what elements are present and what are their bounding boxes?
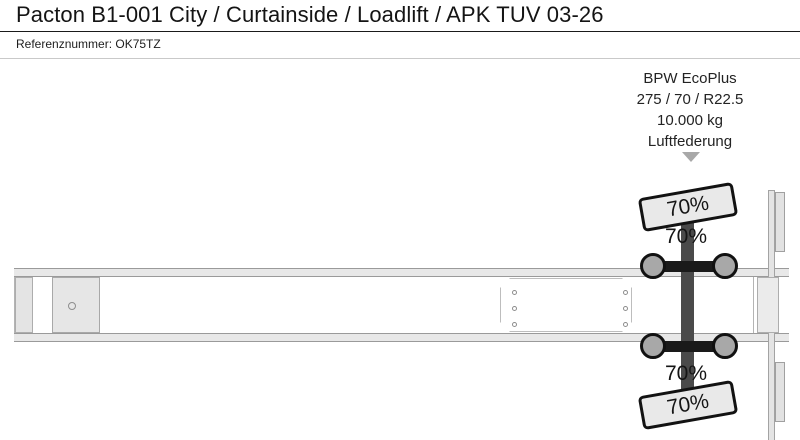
tyre-percent-label-rear-inner: 70% bbox=[665, 362, 708, 385]
chassis-body bbox=[14, 276, 754, 334]
page-title: Pacton B1-001 City / Curtainside / Loadl… bbox=[16, 2, 604, 27]
rivet-group-left bbox=[512, 290, 518, 338]
front-bumper-block bbox=[15, 277, 33, 333]
header-divider bbox=[0, 58, 800, 59]
chevron-down-icon bbox=[682, 152, 700, 162]
axle-brand: BPW EcoPlus bbox=[643, 70, 737, 87]
rivet-icon bbox=[512, 290, 517, 295]
suspension-beam bbox=[681, 196, 694, 418]
axle-capacity: 10.000 kg bbox=[657, 112, 723, 129]
tyre-percent-callout-rear: 70% bbox=[637, 379, 739, 431]
rivet-icon bbox=[623, 322, 628, 327]
wheel-rear-left bbox=[640, 333, 666, 359]
rivet-icon bbox=[512, 322, 517, 327]
kingpin-icon bbox=[68, 302, 76, 310]
rear-cross-member bbox=[757, 277, 779, 333]
axle-rear bbox=[650, 341, 726, 352]
rear-bar-top bbox=[775, 192, 785, 252]
axle-front bbox=[650, 261, 726, 272]
axle-tyre-size: 275 / 70 / R22.5 bbox=[636, 91, 744, 108]
chassis-rail-top bbox=[14, 268, 789, 277]
kingpin-plate bbox=[52, 277, 100, 333]
tyre-percent-label-front-inner: 70% bbox=[665, 225, 708, 248]
rivet-group-right bbox=[623, 290, 629, 338]
axle-spec-block: BPW EcoPlus 275 / 70 / R22.5 10.000 kg L… bbox=[590, 68, 790, 152]
reference-number: Referenznummer: OK75TZ bbox=[16, 37, 161, 51]
title-divider bbox=[0, 31, 800, 32]
rivet-icon bbox=[512, 306, 517, 311]
wheel-rear-right bbox=[712, 333, 738, 359]
chassis-rail-bottom bbox=[14, 333, 789, 342]
rivet-icon bbox=[623, 306, 628, 311]
wheel-front-right bbox=[712, 253, 738, 279]
bogie-plate bbox=[500, 278, 632, 332]
rivet-icon bbox=[623, 290, 628, 295]
axle-suspension: Luftfederung bbox=[647, 133, 733, 150]
rear-bar-bottom bbox=[775, 362, 785, 422]
wheel-front-left bbox=[640, 253, 666, 279]
